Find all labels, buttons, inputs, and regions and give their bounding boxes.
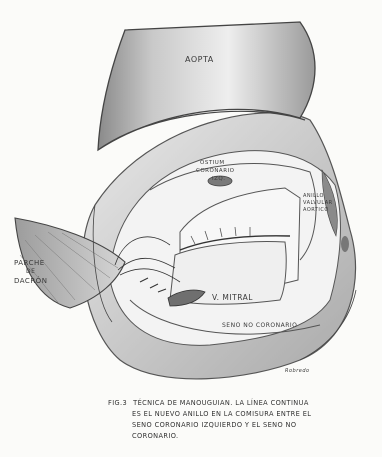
label-parche-2: DE [26, 268, 35, 275]
caption-line-2: ES EL NUEVO ANILLO EN LA COMISURA ENTRE … [108, 409, 378, 420]
label-anillo-1: ANILLO [303, 193, 324, 199]
label-seno: SENO NO CORONARIO [222, 322, 297, 329]
caption-line-4: CORONARIO. [108, 431, 378, 442]
label-mitral: V. MITRAL [212, 293, 253, 302]
label-parche-1: PARCHE [14, 259, 45, 267]
figure-number: FIG.3 [108, 399, 127, 407]
label-anillo-3: AORTICO [303, 207, 329, 213]
caption-line-3: SENO CORONARIO IZQUIERDO Y EL SENO NO [108, 420, 378, 431]
label-parche-3: DACRÓN [14, 277, 47, 285]
label-ostium-1: OSTIUM [200, 160, 225, 166]
label-aorta: AOPTA [185, 55, 214, 64]
signature: Robredo [285, 368, 310, 374]
label-anillo-2: VALVULAR [303, 200, 333, 206]
label-ostium-3: IZQ. [212, 176, 225, 182]
label-ostium-2: CORONARIO [196, 168, 234, 174]
